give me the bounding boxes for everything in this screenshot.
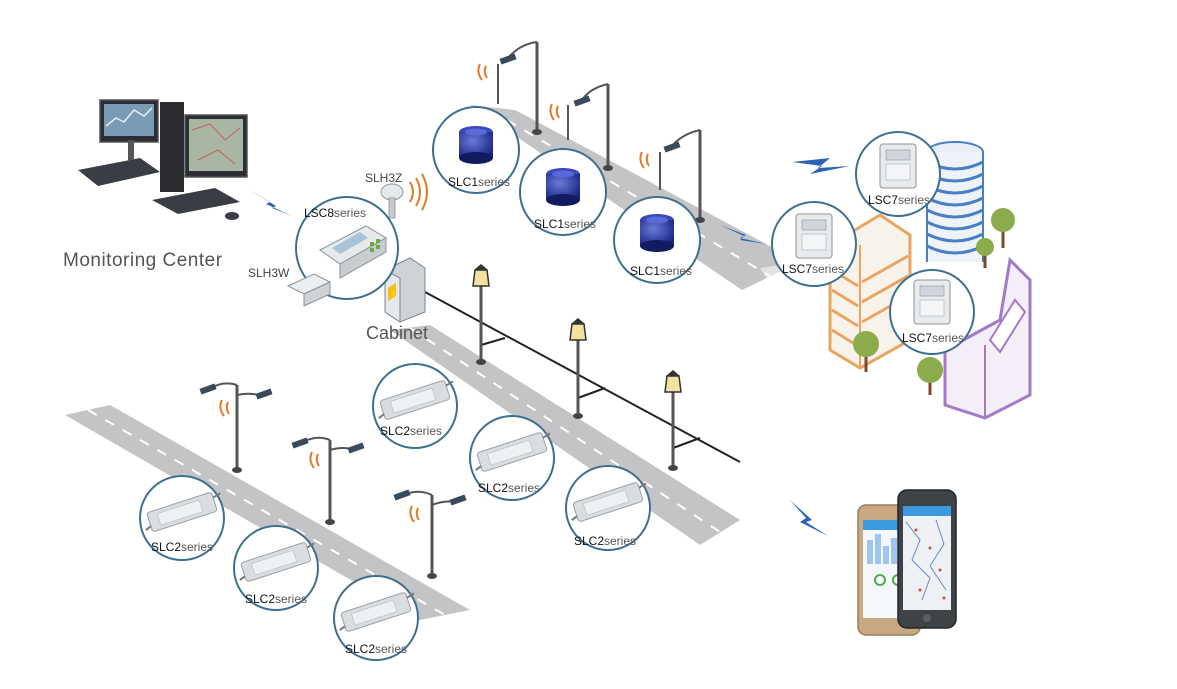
power-cable <box>424 291 741 463</box>
street-lamp-icon <box>477 41 542 135</box>
lsc7-meter-circle <box>855 131 941 217</box>
slc1-series-label: series <box>478 175 510 189</box>
slc1-series-label: series <box>660 264 692 278</box>
street-lamp-icon <box>393 489 467 579</box>
lsc7-meter-circle <box>889 269 975 355</box>
street-lamp-icon <box>199 382 273 473</box>
cabinet-label: Cabinet <box>366 323 428 343</box>
slc2-driver-circle <box>333 575 419 661</box>
lsc8-controller-circle <box>286 196 399 307</box>
street-lamp-icon <box>291 436 365 525</box>
lightning-link-icon <box>250 158 896 536</box>
slc1-controller-circle <box>613 196 701 284</box>
slc2-model-label: SLC2 <box>151 540 181 554</box>
slc2-model-label: SLC2 <box>245 592 275 606</box>
street-lamp-icon <box>639 129 705 223</box>
monitoring-center-label: Monitoring Center <box>63 250 223 271</box>
slc2-series-label: series <box>375 642 407 656</box>
slc2-driver-circle <box>372 363 458 449</box>
lsc7-meter-circle <box>771 201 857 287</box>
slc1-controller-circle <box>519 148 607 236</box>
tree-icon <box>853 208 1015 395</box>
lsc7-model-label: LSC7 <box>868 193 898 207</box>
slc1-model-label: SLC1 <box>534 217 564 231</box>
slc2-driver-circle <box>469 415 555 501</box>
garden-lamp-icon <box>664 370 682 471</box>
slc2-series-label: series <box>604 534 636 548</box>
garden-lamp-icon <box>569 318 587 419</box>
slh3w-label: SLH3W <box>248 266 290 280</box>
slc2-model-label: SLC2 <box>478 481 508 495</box>
lsc7-model-label: LSC7 <box>902 331 932 345</box>
slc2-model-label: SLC2 <box>574 534 604 548</box>
building-icon <box>943 256 1032 420</box>
computer-workstation-icon <box>78 99 248 220</box>
slc2-series-label: series <box>181 540 213 554</box>
svg-text:⚡: ⚡ <box>389 288 399 298</box>
street-lamp-icon <box>549 83 613 171</box>
slc1-controller-circle <box>432 106 520 194</box>
slc2-driver-circle <box>139 475 225 561</box>
cabinet-icon: ⚡ <box>384 257 426 323</box>
lsc7-series-label: series <box>812 262 844 276</box>
slc2-series-label: series <box>275 592 307 606</box>
slc1-model-label: SLC1 <box>630 264 660 278</box>
slc2-series-label: series <box>410 424 442 438</box>
middle-road <box>390 325 740 545</box>
garden-lamp-icon <box>472 264 490 365</box>
lsc7-series-label: series <box>932 331 964 345</box>
lsc7-series-label: series <box>898 193 930 207</box>
slc2-driver-circle <box>233 525 319 611</box>
slc2-driver-circle <box>565 465 651 551</box>
antenna-icon <box>380 173 428 219</box>
slc2-model-label: SLC2 <box>380 424 410 438</box>
slc2-series-label: series <box>508 481 540 495</box>
slc1-model-label: SLC1 <box>448 175 478 189</box>
lsc7-model-label: LSC7 <box>782 262 812 276</box>
slh3z-label: SLH3Z <box>365 171 402 185</box>
smartphone-icon <box>897 489 957 629</box>
slc2-model-label: SLC2 <box>345 642 375 656</box>
lsc8-series-label: series <box>334 206 366 220</box>
slc1-series-label: series <box>564 217 596 231</box>
lsc8-model-label: LSC8 <box>304 206 334 220</box>
